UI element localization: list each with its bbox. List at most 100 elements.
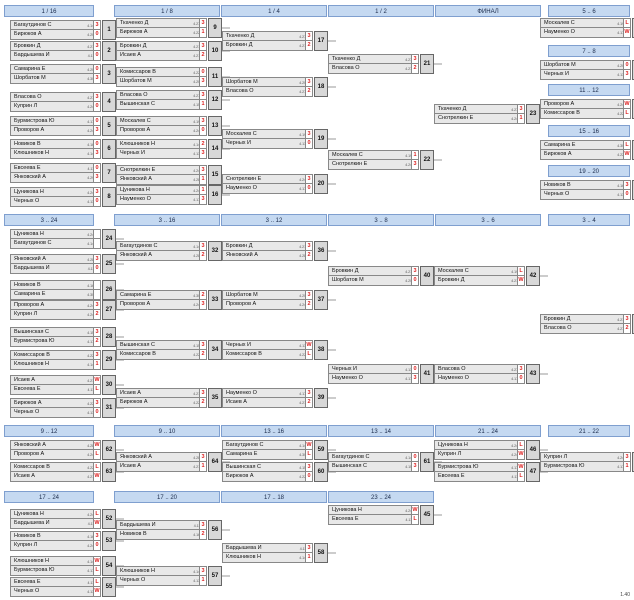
player-row[interactable]: Вышинская С4.156 [116, 340, 206, 350]
match-box[interactable]: Бровкин Д4.2133Шорбатов М4.207040 [328, 266, 434, 286]
player-row[interactable]: Куприн Л4.248 [10, 310, 100, 320]
player-row[interactable]: Исаев А4.215 [10, 472, 100, 482]
match-box[interactable]: Новиков В4.1690Клюшников Н4.14036 [10, 139, 116, 159]
player-row[interactable]: Бардышева И4.111 [10, 519, 100, 529]
match-box[interactable]: Цуникова Н4.2411Науменко О4.170316 [116, 185, 222, 205]
player-row[interactable]: Вышинская С4.156 [116, 100, 206, 110]
player-row[interactable]: Исаев А4.215 [222, 398, 312, 408]
match-box[interactable]: Багаутдинов С4.1433Янковский А4.287232 [116, 241, 222, 261]
player-row[interactable]: Шорбатов М4.207 [328, 276, 418, 286]
player-row[interactable]: Новиков В4.169 [540, 180, 630, 190]
player-row[interactable]: Снотрелкин Е4.244 [434, 114, 524, 124]
player-row[interactable]: Вышинская С4.156 [10, 327, 100, 337]
player-row[interactable]: Багаутдинов С4.143 [10, 20, 100, 30]
match-box[interactable]: Исаев А4.2153Бирюков А4.226235 [116, 388, 222, 408]
player-row[interactable]: Снотрелкин Е4.244 [222, 174, 312, 184]
match-box[interactable]: Клюшников Н4.1402Черных И4.131314 [116, 139, 222, 159]
match-box[interactable]: Багаутдинов С4.143WСамарина Е4.307L59 [222, 440, 328, 460]
match-box[interactable]: Проворов А4.2443Куприн Л4.248227 [10, 300, 116, 320]
match-box[interactable]: Цуникова Н4.241WЕвсеева Е4.115L45 [328, 505, 434, 525]
player-row[interactable]: Самарина Е4.307 [222, 450, 312, 460]
player-row[interactable]: Комиссаров В4.224 [540, 109, 630, 119]
player-row[interactable]: Проворов А4.244 [222, 300, 312, 310]
match-box[interactable]: Снотрелкин Е4.2443Науменко О4.170020 [222, 174, 328, 194]
player-row[interactable]: Власова О4.273 [328, 64, 418, 74]
player-row[interactable]: Самарина Е4.307 [540, 140, 630, 150]
player-row[interactable]: Бирюков А4.226 [540, 150, 630, 160]
match-box[interactable]: Черных И4.131WКомиссаров В4.224L38 [222, 340, 328, 360]
match-box[interactable]: Шорбатов М4.2073Проворов А4.244237 [222, 290, 328, 310]
player-row[interactable]: Евсеева Е4.115 [434, 472, 524, 482]
player-row[interactable]: Куприн Л4.248 [10, 102, 100, 112]
player-row[interactable]: Вышинская С4.156 [222, 462, 312, 472]
player-row[interactable]: Бровкин Д4.213 [116, 41, 206, 51]
player-row[interactable]: Янковский А4.297 [10, 173, 100, 183]
player-row[interactable]: Науменко О4.170 [222, 184, 312, 194]
player-row[interactable]: Евсеева Е4.115 [328, 515, 418, 525]
match-box[interactable]: Москалев С4.197LБровкин Д4.213W42 [434, 266, 540, 286]
player-row[interactable]: Клюшников Н4.140 [116, 566, 206, 576]
player-row[interactable]: Цуникова Н4.241 [10, 229, 100, 239]
match-box[interactable]: Бровкин Д4.2133Исаев А4.215210 [116, 41, 222, 61]
match-box[interactable]: Власова О4.2733Науменко О4.170043 [434, 364, 540, 384]
player-row[interactable]: Власова О4.273 [10, 92, 100, 102]
player-row[interactable]: Самарина Е4.307 [10, 290, 100, 300]
player-row[interactable]: Бурмистрова Ю4.177 [540, 462, 630, 472]
player-row[interactable]: Комиссаров В4.224 [222, 350, 312, 360]
player-row[interactable]: Проворов А4.244 [10, 300, 100, 310]
player-row[interactable]: Черных И4.131 [328, 364, 418, 374]
player-row[interactable]: Новиков В4.169 [10, 531, 100, 541]
match-box[interactable]: Бровкин Д4.2133Янковский А4.287236 [222, 241, 328, 261]
match-box[interactable]: Комиссаров В4.224LИсаев А4.215W63 [10, 462, 116, 482]
match-box[interactable]: Вышинская С4.1563Бурмистрова Ю4.177228 [10, 327, 116, 347]
player-row[interactable]: Проворов А4.244 [10, 126, 100, 136]
match-box[interactable]: Москалев С4.197LНауменко О4.170W66 [540, 18, 634, 38]
player-row[interactable]: Шорбатов М4.300 [10, 74, 100, 84]
match-box[interactable]: Бардышева И4.1113Новиков В4.169256 [116, 520, 222, 540]
player-row[interactable]: Клюшников Н4.140 [116, 139, 206, 149]
match-box[interactable]: Цуникова Н4.2413Черных О4.13108 [10, 187, 116, 207]
player-row[interactable]: Самарина Е4.207 [10, 64, 100, 74]
player-row[interactable]: Комиссаров В4.224 [10, 462, 100, 472]
match-box[interactable]: Комиссаров В4.2240Шорбатов М4.207311 [116, 67, 222, 87]
match-box[interactable]: Цуникова Н4.241Багаутдинов С4.14324 [10, 229, 116, 249]
player-row[interactable]: Бровкин Д4.213 [434, 276, 524, 286]
match-box[interactable]: Ткаченко Д4.2763Власова О4.273221 [328, 54, 434, 74]
player-row[interactable]: Шорбатов М4.207 [222, 77, 312, 87]
player-row[interactable]: Проворов А4.244 [116, 126, 206, 136]
match-box[interactable]: Москалев С4.1973Проворов А4.244013 [116, 116, 222, 136]
match-box[interactable]: Цуникова Н4.241LБардышева И4.111W52 [10, 509, 116, 529]
match-box[interactable]: Бровкин Д4.2133Бардышева И4.11102 [10, 41, 116, 61]
player-row[interactable]: Новиков В4.169 [10, 280, 100, 290]
player-row[interactable]: Багаутдинов С4.143 [116, 241, 206, 251]
match-box[interactable]: Москалев С4.1973Черных И4.131019 [222, 129, 328, 149]
player-row[interactable]: Черных О4.131 [540, 190, 630, 200]
player-row[interactable]: Багаутдинов С4.143 [222, 440, 312, 450]
player-row[interactable]: Бирюков А4.200 [10, 30, 100, 40]
player-row[interactable]: Черных И4.131 [540, 70, 630, 80]
match-box[interactable]: Клюшников Н4.140WБурмистрова Ю4.177L54 [10, 556, 116, 576]
player-row[interactable]: Бирюков А4.226 [116, 28, 206, 38]
player-row[interactable]: Куприн Л4.248 [10, 541, 100, 551]
player-row[interactable]: Москалев С4.197 [222, 129, 312, 139]
player-row[interactable]: Вышинская С4.156 [328, 462, 418, 472]
match-box[interactable]: Науменко О4.1703Исаев А4.215239 [222, 388, 328, 408]
player-row[interactable]: Проворов А4.244 [540, 99, 630, 109]
player-row[interactable]: Янковский А4.287 [10, 440, 100, 450]
player-row[interactable]: Снотрелкин Е4.244 [328, 160, 418, 170]
player-row[interactable]: Науменко О4.170 [328, 374, 418, 384]
player-row[interactable]: Бардышева И4.111 [10, 51, 100, 61]
match-box[interactable]: Проворов А4.244WКомиссаров В4.224L51 [540, 99, 634, 119]
match-box[interactable]: Москалев С4.1971Снотрелкин Е4.244322 [328, 150, 434, 170]
match-box[interactable]: Бардышева И4.1113Клюшников Н4.140158 [222, 543, 328, 563]
match-box[interactable]: Янковский А4.2873Исаев А4.215164 [116, 452, 222, 472]
player-row[interactable]: Бардышева И4.111 [222, 543, 312, 553]
player-row[interactable]: Ткаченко Д4.276 [434, 104, 524, 114]
player-row[interactable]: Москалев С4.197 [540, 18, 630, 28]
player-row[interactable]: Бурмистрова Ю4.177 [10, 337, 100, 347]
match-box[interactable]: Новиков В4.169Самарина Е4.30726 [10, 280, 116, 300]
player-row[interactable]: Науменко О4.170 [540, 28, 630, 38]
match-box[interactable]: Ткаченко Д4.2763Бровкин Д4.213217 [222, 31, 328, 51]
match-box[interactable]: Бровкин Д4.2133Власова О4.273244 [540, 314, 634, 334]
player-row[interactable]: Ткаченко Д4.276 [116, 18, 206, 28]
